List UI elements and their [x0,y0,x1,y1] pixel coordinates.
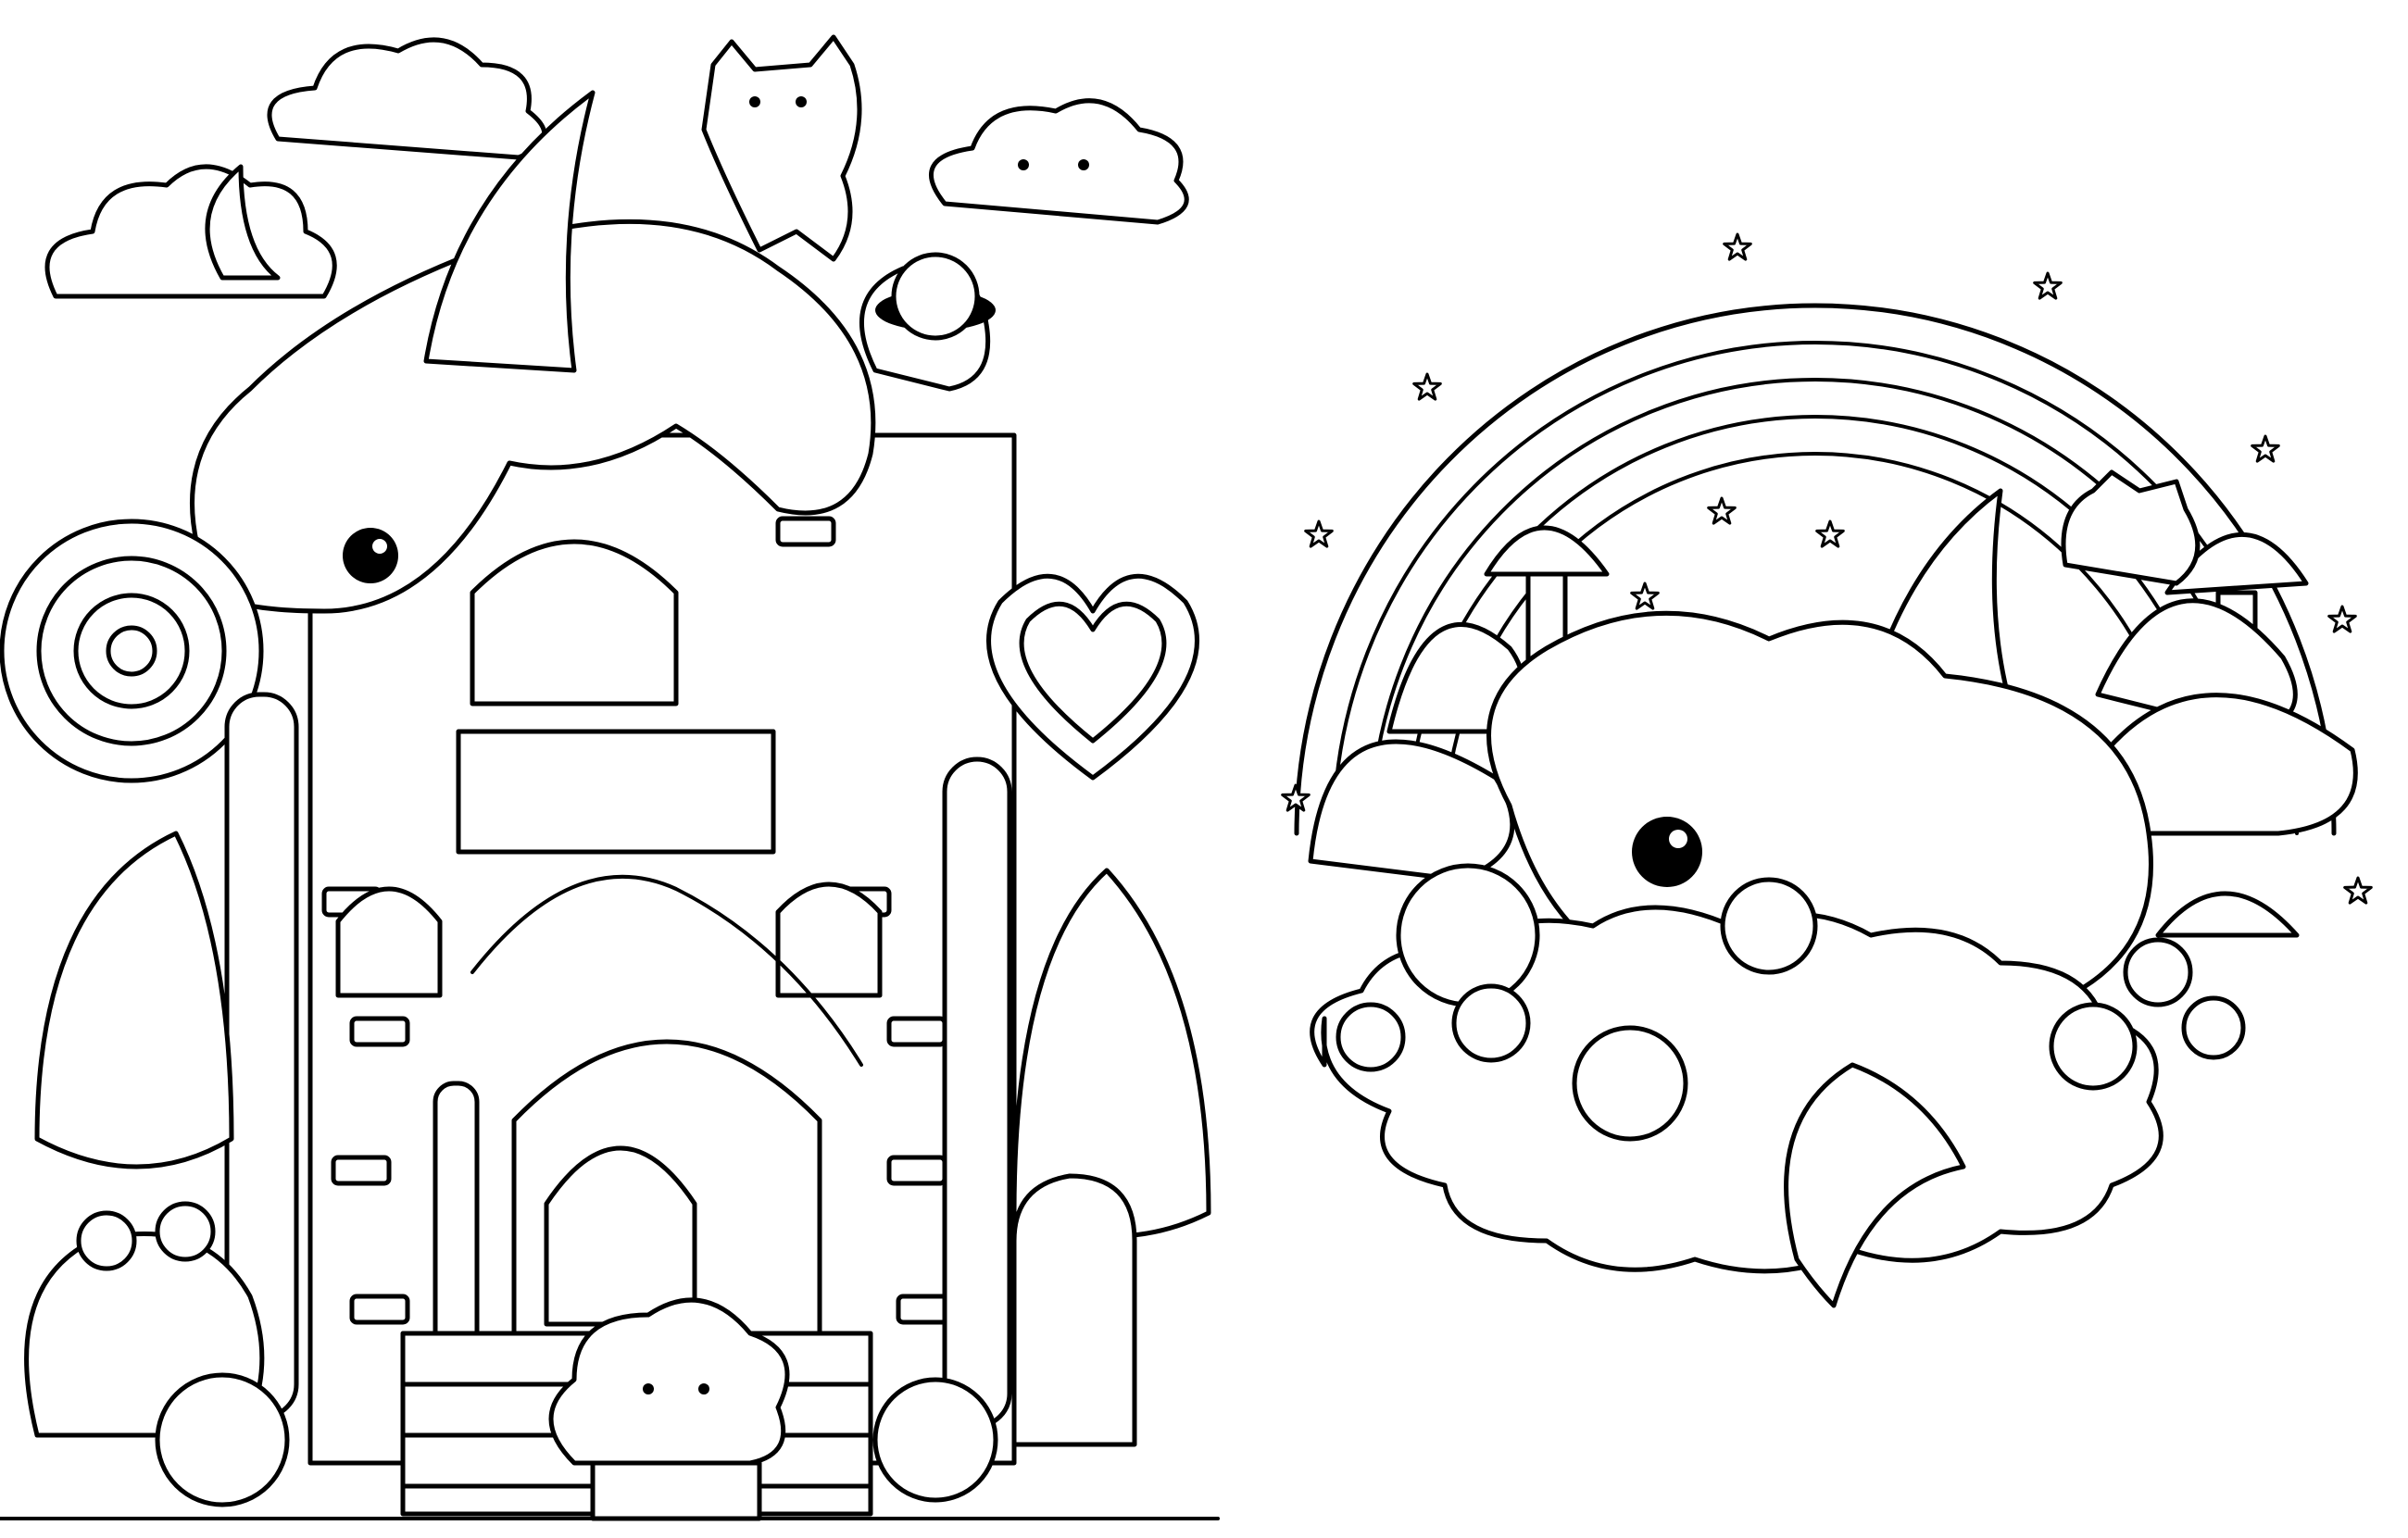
star-icon [1707,496,1737,525]
lollipop-spiral [0,519,264,783]
star-icon [2033,271,2063,300]
cat [2061,469,2201,586]
bunny-right [1011,1173,1137,1447]
panda-cupcake [859,252,996,392]
star-icon [2343,876,2373,905]
castle-window-left [335,886,443,998]
brick [349,1294,410,1325]
dragon-wing [423,90,596,373]
heart-lollipop [986,574,1199,781]
star-icon [2251,434,2280,463]
left-illustration-candy-castle [0,34,1220,1521]
brick [886,1016,947,1047]
brick [349,1016,410,1047]
star-icon [1630,581,1660,610]
fluffy-critters [1396,863,1818,1142]
dragon-top [190,90,876,614]
star-icon [1304,519,1334,548]
trees [34,831,1211,1239]
star-icon [1815,519,1845,548]
castle-window-top [470,539,679,706]
castle-window-right [775,882,883,998]
flower-balcony [456,729,776,855]
star-icon [1412,372,1442,401]
blob-ghost [544,1145,697,1327]
cloud-character [548,1297,790,1521]
flowers [1336,937,2246,1091]
star-icon [2327,605,2357,633]
star-icon [1281,783,1311,812]
cloud-face-right [928,98,1189,225]
brick [886,1155,947,1186]
brick [775,516,836,547]
fluffy-cat-cloud [701,34,862,262]
cloud-left [44,164,337,299]
brick [331,1155,392,1186]
right-illustration-rainbow-dragon [1281,232,2373,1308]
cloud-base [1310,905,2163,1308]
star-icon [1723,232,1752,261]
cloud-top [267,37,547,160]
peppermint-candies [155,1372,998,1507]
dragon-tail [1784,1062,1966,1308]
